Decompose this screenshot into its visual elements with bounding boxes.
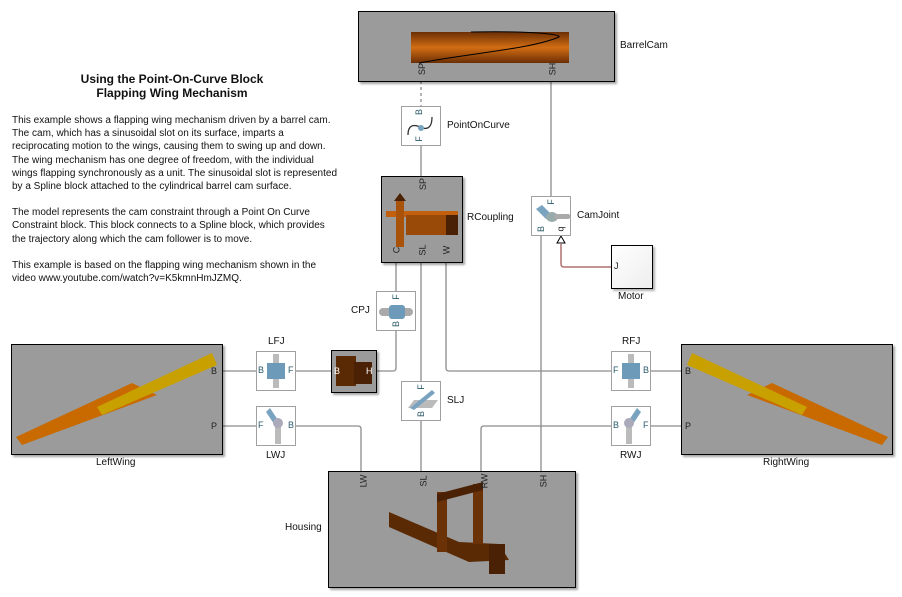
port-b: B (391, 320, 402, 328)
camjoint-block[interactable]: F B q (531, 196, 571, 236)
barrelcam-label: BarrelCam (620, 40, 668, 51)
rightwing-label: RightWing (763, 457, 810, 468)
rcoupling-block[interactable]: SP C SL W (381, 176, 463, 263)
barrelcam-block[interactable]: SP SH (358, 11, 615, 82)
port-p: P (685, 421, 692, 431)
port-f: F (413, 136, 424, 142)
lwj-label: LWJ (266, 450, 286, 461)
revolute-joint-icon (622, 354, 640, 388)
port-b: B (334, 366, 341, 376)
port-b: B (414, 108, 425, 116)
port-q: q (555, 226, 566, 232)
pointoncurve-block[interactable]: B F (401, 106, 441, 146)
lfj-label: LFJ (268, 336, 285, 347)
port-f: F (613, 365, 619, 375)
connection-cpj-coupler (376, 331, 397, 372)
port-b: B (643, 365, 650, 375)
port-f: F (390, 294, 401, 300)
right-wing-image (687, 353, 888, 445)
port-sh: SH (547, 62, 558, 76)
port-b: B (211, 366, 218, 376)
point-on-curve-icon (407, 116, 433, 136)
connection-leftwing-lwj-housing (222, 425, 362, 471)
lfj-block[interactable]: B F (256, 351, 296, 391)
cpj-label: CPJ (351, 305, 370, 316)
port-sl: SL (417, 244, 428, 256)
port-sl: SL (418, 475, 429, 487)
port-w: W (441, 245, 452, 255)
leftwing-block[interactable]: B P (11, 344, 223, 455)
camjoint-label: CamJoint (577, 210, 620, 221)
housing-block[interactable]: LW SL RW SH (328, 471, 576, 588)
slot-joint-icon (408, 390, 438, 410)
slj-block[interactable]: F B (401, 381, 441, 421)
pointoncurve-label: PointOnCurve (447, 120, 510, 131)
barrel-cam-image (411, 31, 569, 64)
port-b: B (288, 420, 295, 430)
motor-block[interactable]: J (611, 245, 653, 289)
revolute-joint-icon (267, 354, 285, 388)
port-b: B (536, 225, 547, 233)
port-b: B (416, 410, 427, 418)
connection-w-rfj (445, 262, 611, 372)
motor-label: Motor (618, 291, 644, 302)
port-f: F (288, 365, 294, 375)
coupler-block[interactable]: B H (331, 350, 377, 393)
port-b: B (685, 366, 692, 376)
port-f: F (415, 384, 426, 390)
port-sp: SP (418, 177, 429, 191)
cylindrical-joint-icon (379, 305, 413, 319)
port-f: F (545, 199, 556, 205)
lwj-block[interactable]: F B (256, 406, 296, 446)
annotation-description: This example shows a flapping wing mecha… (12, 115, 337, 285)
port-p: P (211, 421, 218, 431)
port-b: B (613, 420, 620, 430)
port-lw: LW (358, 474, 369, 488)
housing-image (389, 482, 509, 574)
port-h: H (366, 366, 373, 376)
port-b: B (258, 365, 265, 375)
signal-motor-camjoint (560, 244, 611, 268)
rcoupling-label: RCoupling (467, 212, 514, 223)
port-rw: RW (479, 473, 490, 489)
rfj-block[interactable]: F B (611, 351, 651, 391)
housing-label: Housing (285, 522, 322, 533)
coupler-image (336, 356, 372, 386)
left-wing-image (16, 353, 217, 445)
connection-rightwing-joints (651, 370, 681, 427)
rcoupling-image (386, 193, 458, 247)
rwj-block[interactable]: B F (611, 406, 651, 446)
port-sp: SP (417, 62, 428, 76)
cpj-block[interactable]: F B (376, 291, 416, 331)
port-f: F (258, 420, 264, 430)
port-f: F (643, 420, 649, 430)
leftwing-label: LeftWing (96, 457, 136, 468)
port-c: C (391, 246, 402, 254)
rwj-label: RWJ (620, 450, 642, 461)
cam-joint-icon (536, 205, 570, 222)
rightwing-block[interactable]: B P (681, 344, 893, 455)
slj-label: SLJ (447, 395, 465, 406)
input-arrow-icon (556, 234, 566, 244)
rfj-label: RFJ (622, 336, 641, 347)
connection-rwj-housing (480, 425, 611, 471)
revolute-joint-icon (624, 408, 641, 444)
revolute-joint-icon (266, 408, 283, 444)
port-sh: SH (538, 474, 549, 488)
port-j: J (614, 261, 619, 271)
